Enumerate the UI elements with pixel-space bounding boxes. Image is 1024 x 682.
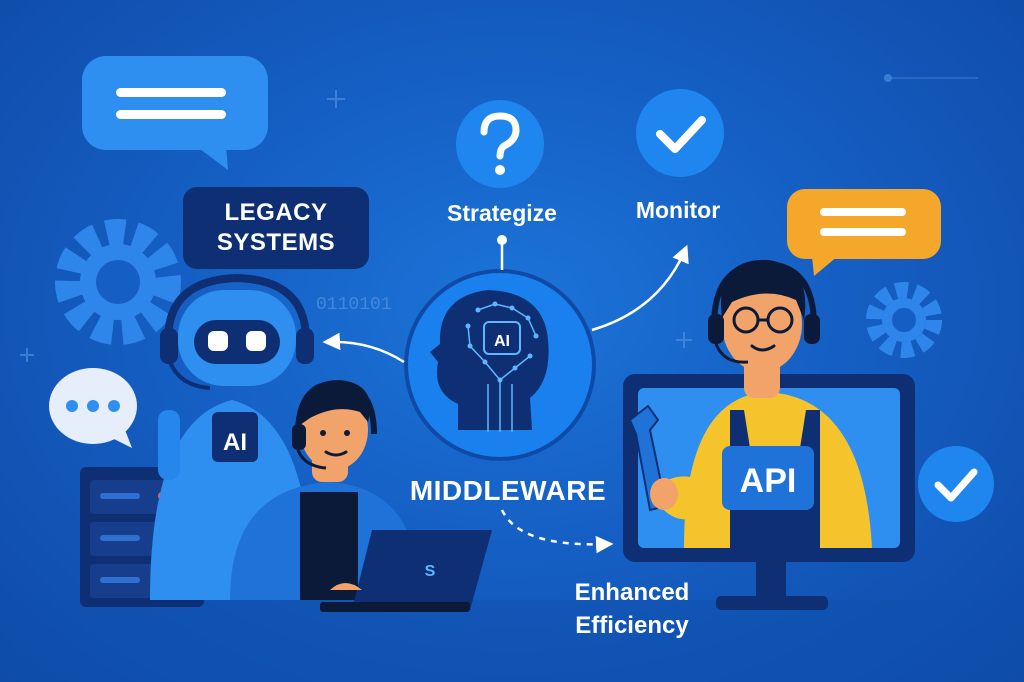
background-decorations	[20, 74, 978, 362]
gear-icon	[866, 282, 942, 358]
check-icon	[636, 89, 724, 177]
api-badge-text: API	[740, 462, 797, 500]
laptop-logo-text: S	[425, 563, 436, 580]
strategize-label: Strategize	[447, 200, 557, 226]
support-agent-laptop-icon	[230, 380, 492, 612]
brain-chip-text: AI	[494, 333, 510, 350]
legacy-systems-line2: SYSTEMS	[216, 229, 336, 256]
gear-icon	[55, 219, 181, 345]
monitor-label: Monitor	[636, 197, 720, 223]
binary-text: 0110101	[316, 295, 392, 315]
check-icon	[918, 446, 994, 522]
ground-band	[0, 600, 1024, 682]
legacy-systems-badge: LEGACY SYSTEMS	[183, 187, 369, 269]
ai-brain-icon	[404, 269, 596, 461]
efficiency-label-line2: Efficiency	[575, 612, 689, 639]
robot-badge-text: AI	[223, 429, 247, 456]
efficiency-label-line1: Enhanced	[575, 579, 690, 606]
chat-bubble-icon	[49, 368, 137, 448]
connector-arrows	[322, 235, 689, 554]
question-icon	[456, 100, 544, 188]
speech-bubble-blue-icon	[82, 56, 268, 170]
api-engineer-monitor-icon	[623, 259, 915, 610]
legacy-systems-line1: LEGACY	[224, 199, 328, 226]
speech-bubble-orange-icon	[787, 189, 941, 276]
middleware-label: MIDDLEWARE	[410, 475, 606, 506]
